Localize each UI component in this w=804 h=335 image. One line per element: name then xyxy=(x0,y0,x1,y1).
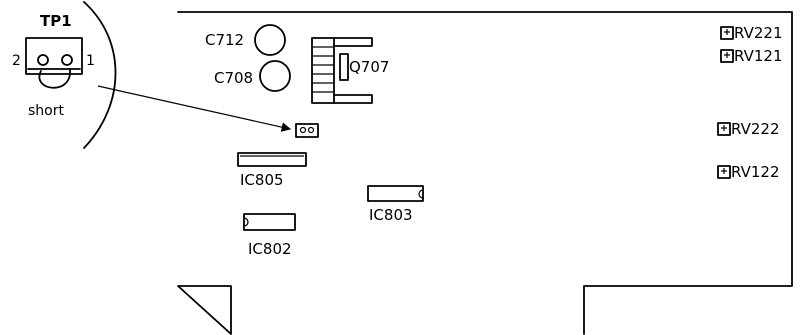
board-connector-tp1 xyxy=(295,123,319,138)
board-outline xyxy=(177,11,793,335)
rv122-label: RV122 xyxy=(731,163,780,181)
rv121-label: RV121 xyxy=(734,47,783,65)
c708-label: C708 xyxy=(214,69,253,87)
tp1-pin-1 xyxy=(61,54,73,66)
board-connector-pin-a xyxy=(299,126,307,134)
c712-capacitor xyxy=(254,24,286,56)
c712-label: C712 xyxy=(205,31,244,49)
inset-boundary xyxy=(83,1,117,149)
rv121-adjuster: RV121 xyxy=(720,47,783,65)
ic802-chip xyxy=(243,213,296,231)
tp1-connector-body xyxy=(25,37,83,75)
ic805-chip xyxy=(237,152,307,167)
tp1-pin-2-label: 2 xyxy=(12,53,21,69)
q707-label: Q707 xyxy=(349,58,389,76)
rv222-adjuster: RV222 xyxy=(717,120,780,138)
tp1-pin-1-label: 1 xyxy=(86,53,95,69)
rv122-adjuster: RV122 xyxy=(717,163,780,181)
short-label: short xyxy=(28,103,64,119)
ic802-label: IC802 xyxy=(248,240,292,258)
c708-capacitor xyxy=(259,60,291,92)
board-connector-pin-b xyxy=(307,126,315,134)
rv221-label: RV221 xyxy=(734,24,783,42)
rv221-adjuster: RV221 xyxy=(720,24,783,42)
ic803-label: IC803 xyxy=(369,206,413,224)
tp1-pin-2 xyxy=(37,54,49,66)
tp1-detail: TP1 2 1 short xyxy=(12,12,95,119)
tp1-label: TP1 xyxy=(40,12,72,30)
ic805-label: IC805 xyxy=(240,171,284,189)
tp1-pointer-line xyxy=(97,85,292,132)
q707-transistor xyxy=(311,37,373,104)
ic803-chip xyxy=(367,185,424,202)
ic802-notch xyxy=(243,217,249,227)
ic803-notch xyxy=(418,189,424,199)
tp1-short-jumper xyxy=(38,69,71,89)
rv222-label: RV222 xyxy=(731,120,780,138)
